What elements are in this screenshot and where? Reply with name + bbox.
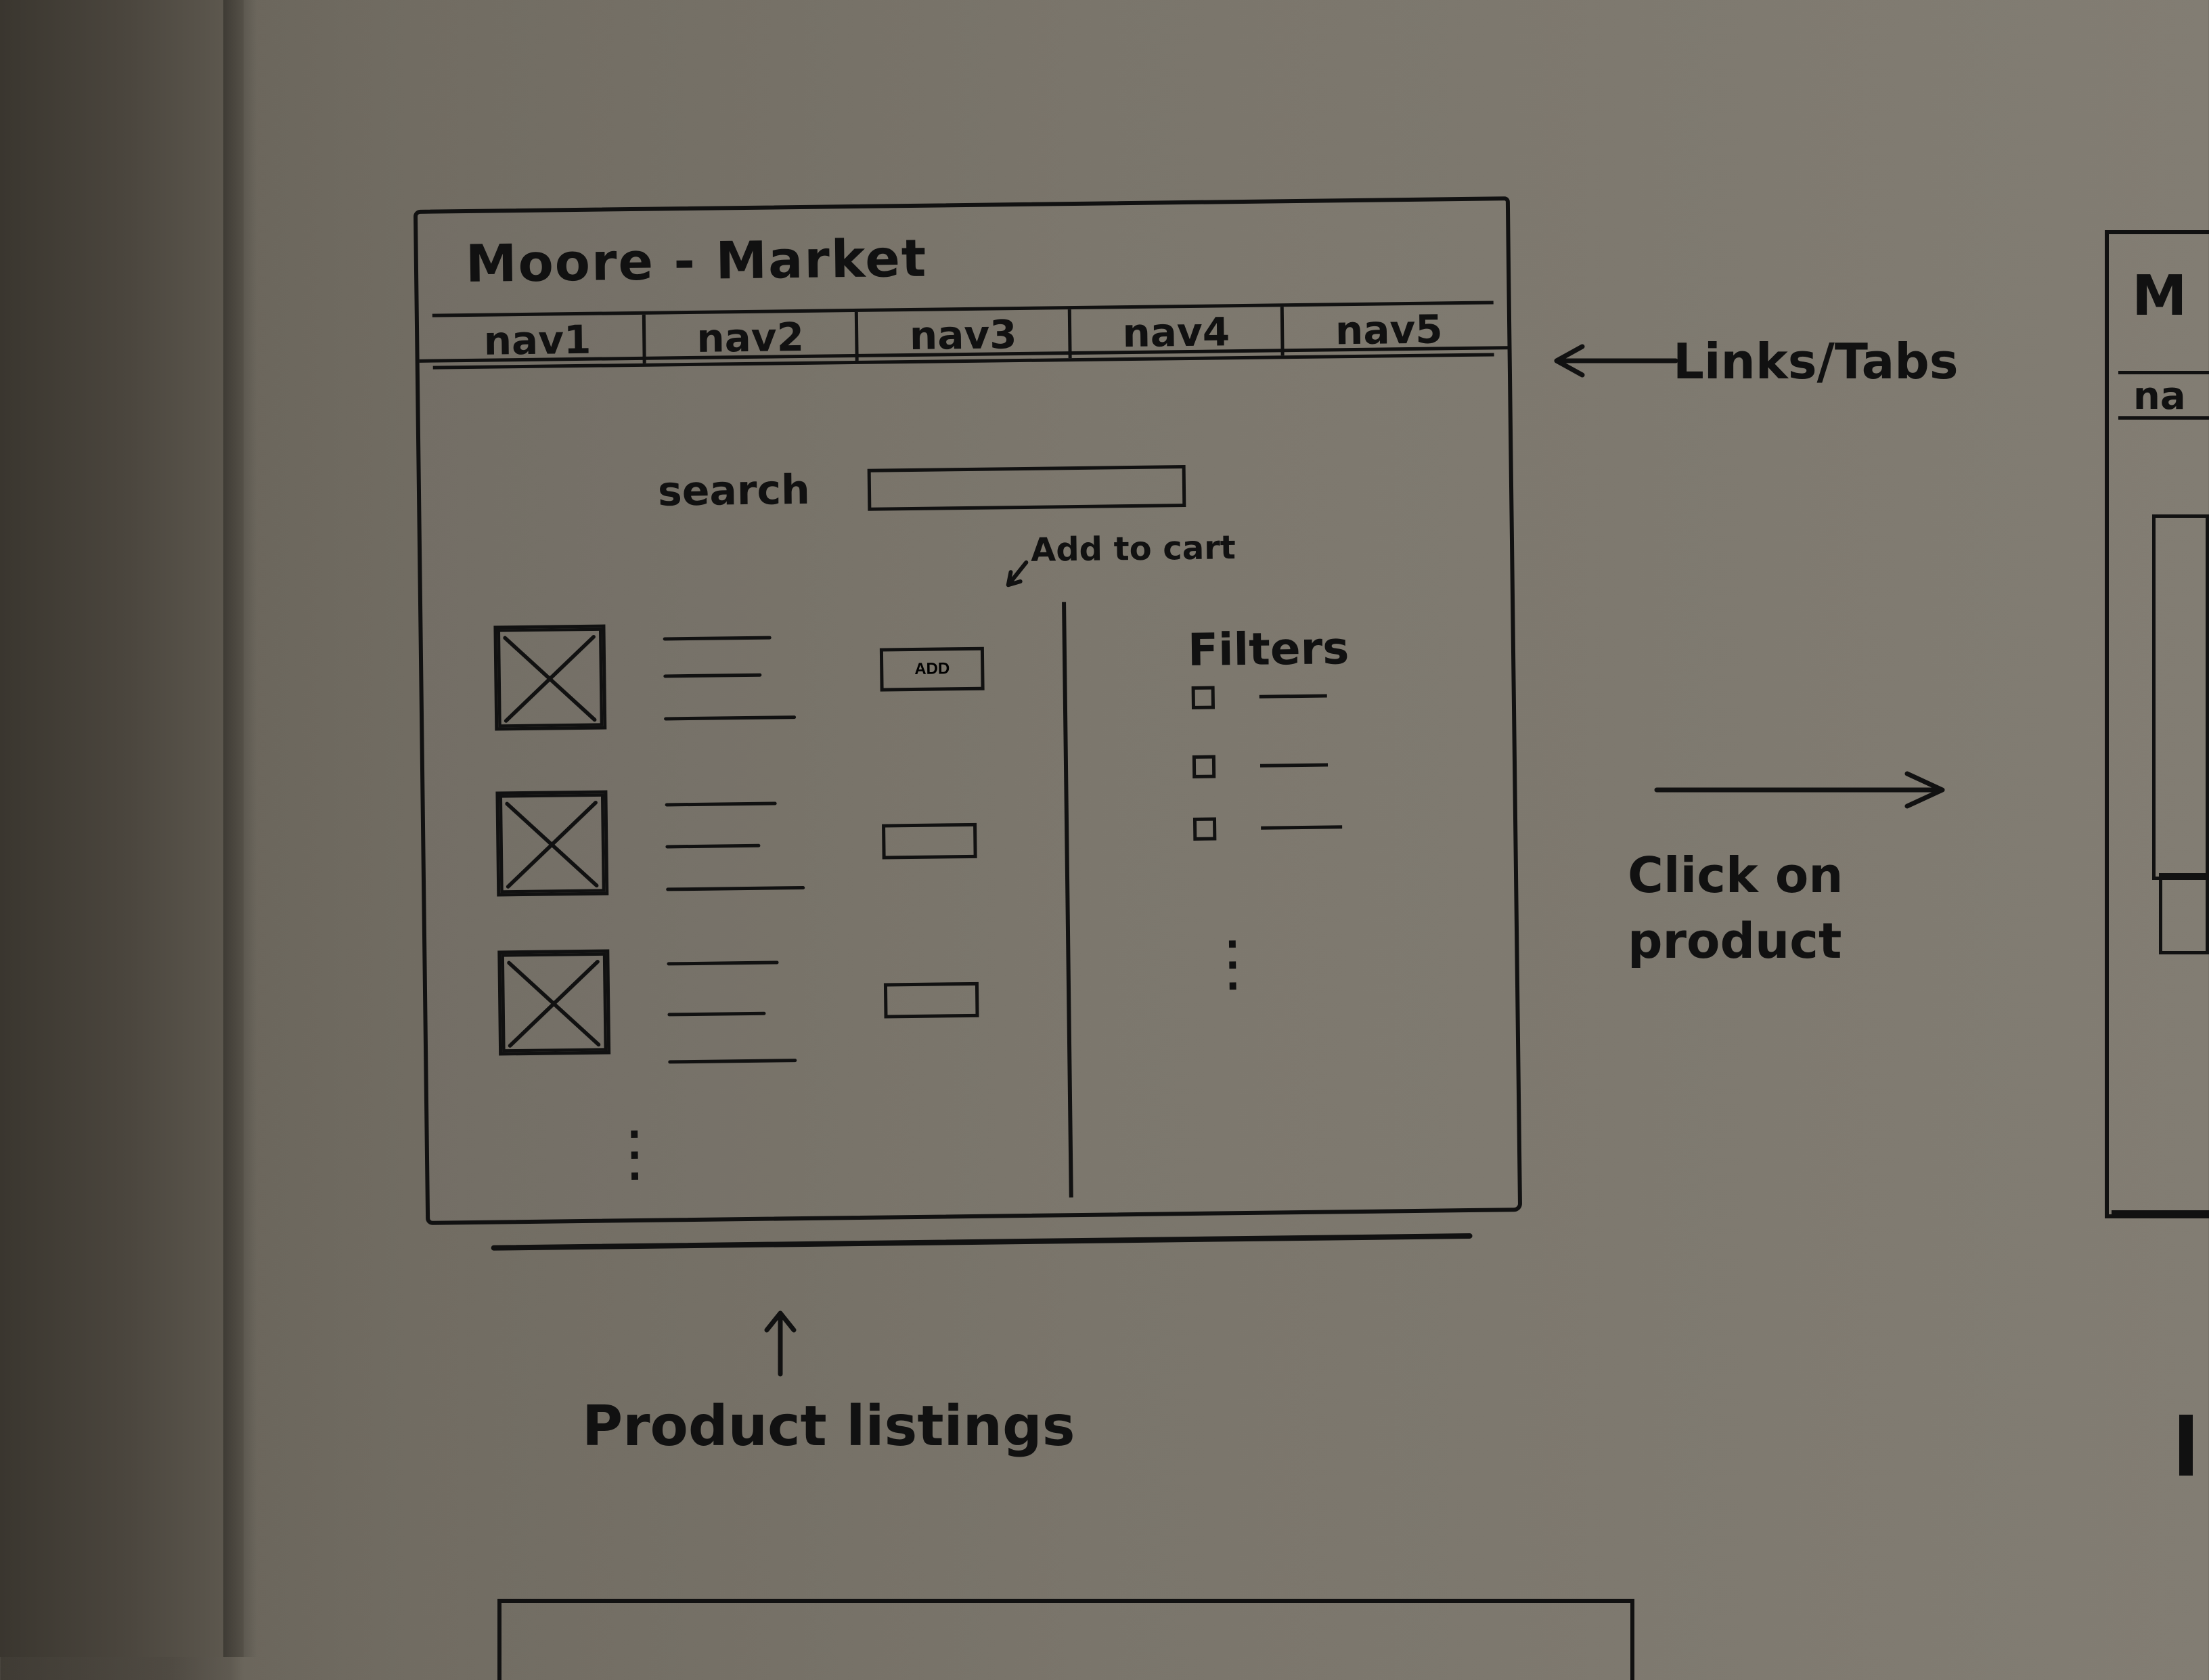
add-to-cart-arrow-icon (1006, 560, 1029, 588)
filter-checkbox[interactable] (1191, 686, 1215, 709)
product-description (667, 960, 804, 1064)
right-arrow-icon (1654, 771, 1945, 809)
description-line (665, 801, 777, 807)
page-shadow (223, 0, 257, 1657)
header: Moore - Market nav1 nav2 nav3 nav4 nav5 (417, 200, 1508, 370)
filter-option[interactable] (1191, 682, 1375, 717)
filter-label-line (1259, 763, 1329, 768)
add-to-cart-annotation: Add to cart (1030, 529, 1236, 569)
description-line (663, 636, 772, 641)
product-listings: ADD ··· (493, 617, 1178, 1235)
description-line (663, 673, 762, 678)
product-listings-annotation: Product listings (582, 1394, 1075, 1459)
product-image-placeholder-icon[interactable] (495, 790, 609, 897)
product-row[interactable] (495, 785, 1012, 933)
product-description (663, 636, 800, 732)
left-arrow-icon (1554, 344, 1678, 378)
next-wireframe-small-box (2159, 873, 2209, 954)
more-products-ellipsis: ··· (627, 1112, 643, 1199)
search-input[interactable] (867, 465, 1186, 511)
product-image-placeholder-icon[interactable] (497, 949, 611, 1056)
search-label: search (657, 466, 811, 516)
next-wireframe-frame (2105, 230, 2209, 1218)
description-line (665, 843, 761, 849)
app-title: Moore - Market (465, 227, 928, 294)
add-to-cart-button[interactable]: ADD (879, 646, 985, 692)
tab-nav4[interactable]: nav4 (1071, 307, 1285, 359)
notebook-gutter (0, 0, 244, 1657)
filter-label-line (1261, 825, 1343, 830)
description-line (668, 1059, 797, 1064)
filter-checkbox[interactable] (1192, 755, 1216, 778)
up-arrow-icon (764, 1310, 797, 1377)
bottom-border (491, 1233, 1473, 1251)
next-wireframe-bottom-line (2112, 1210, 2209, 1216)
description-line (666, 885, 805, 891)
filter-label-line (1259, 694, 1327, 699)
wireframe-window: Moore - Market nav1 nav2 nav3 nav4 nav5 … (413, 196, 1523, 1251)
product-description (665, 801, 805, 898)
click-on-product-annotation: Click on product (1628, 847, 1844, 970)
tab-nav1[interactable]: nav1 (432, 314, 646, 366)
tab-nav2[interactable]: nav2 (645, 311, 859, 363)
product-row[interactable] (497, 944, 1014, 1092)
description-line (664, 715, 797, 721)
filter-checkbox[interactable] (1192, 817, 1217, 841)
filter-option[interactable] (1192, 813, 1377, 849)
tab-nav3[interactable]: nav3 (857, 309, 1072, 361)
more-filters-ellipsis: ··· (1224, 923, 1241, 1009)
next-wireframe-title: M (2132, 264, 2187, 328)
product-row[interactable]: ADD (493, 619, 1010, 768)
links-tabs-annotation: Links/Tabs (1673, 333, 1959, 390)
product-image-placeholder-icon[interactable] (493, 624, 607, 731)
next-wireframe-fragment (2179, 1415, 2193, 1476)
description-line (667, 960, 779, 966)
add-to-cart-button[interactable] (882, 822, 977, 860)
filter-option[interactable] (1192, 751, 1376, 787)
next-wireframe-nav: na (2118, 371, 2209, 420)
filters-title: Filters (1187, 622, 1349, 677)
next-wireframe-content-box (2152, 514, 2209, 880)
navigation-tabs: nav1 nav2 nav3 nav4 nav5 (432, 301, 1494, 370)
tab-nav5[interactable]: nav5 (1335, 306, 1444, 354)
add-to-cart-button[interactable] (883, 981, 979, 1019)
description-line (667, 1011, 766, 1017)
lower-wireframe-frame (497, 1599, 1634, 1680)
